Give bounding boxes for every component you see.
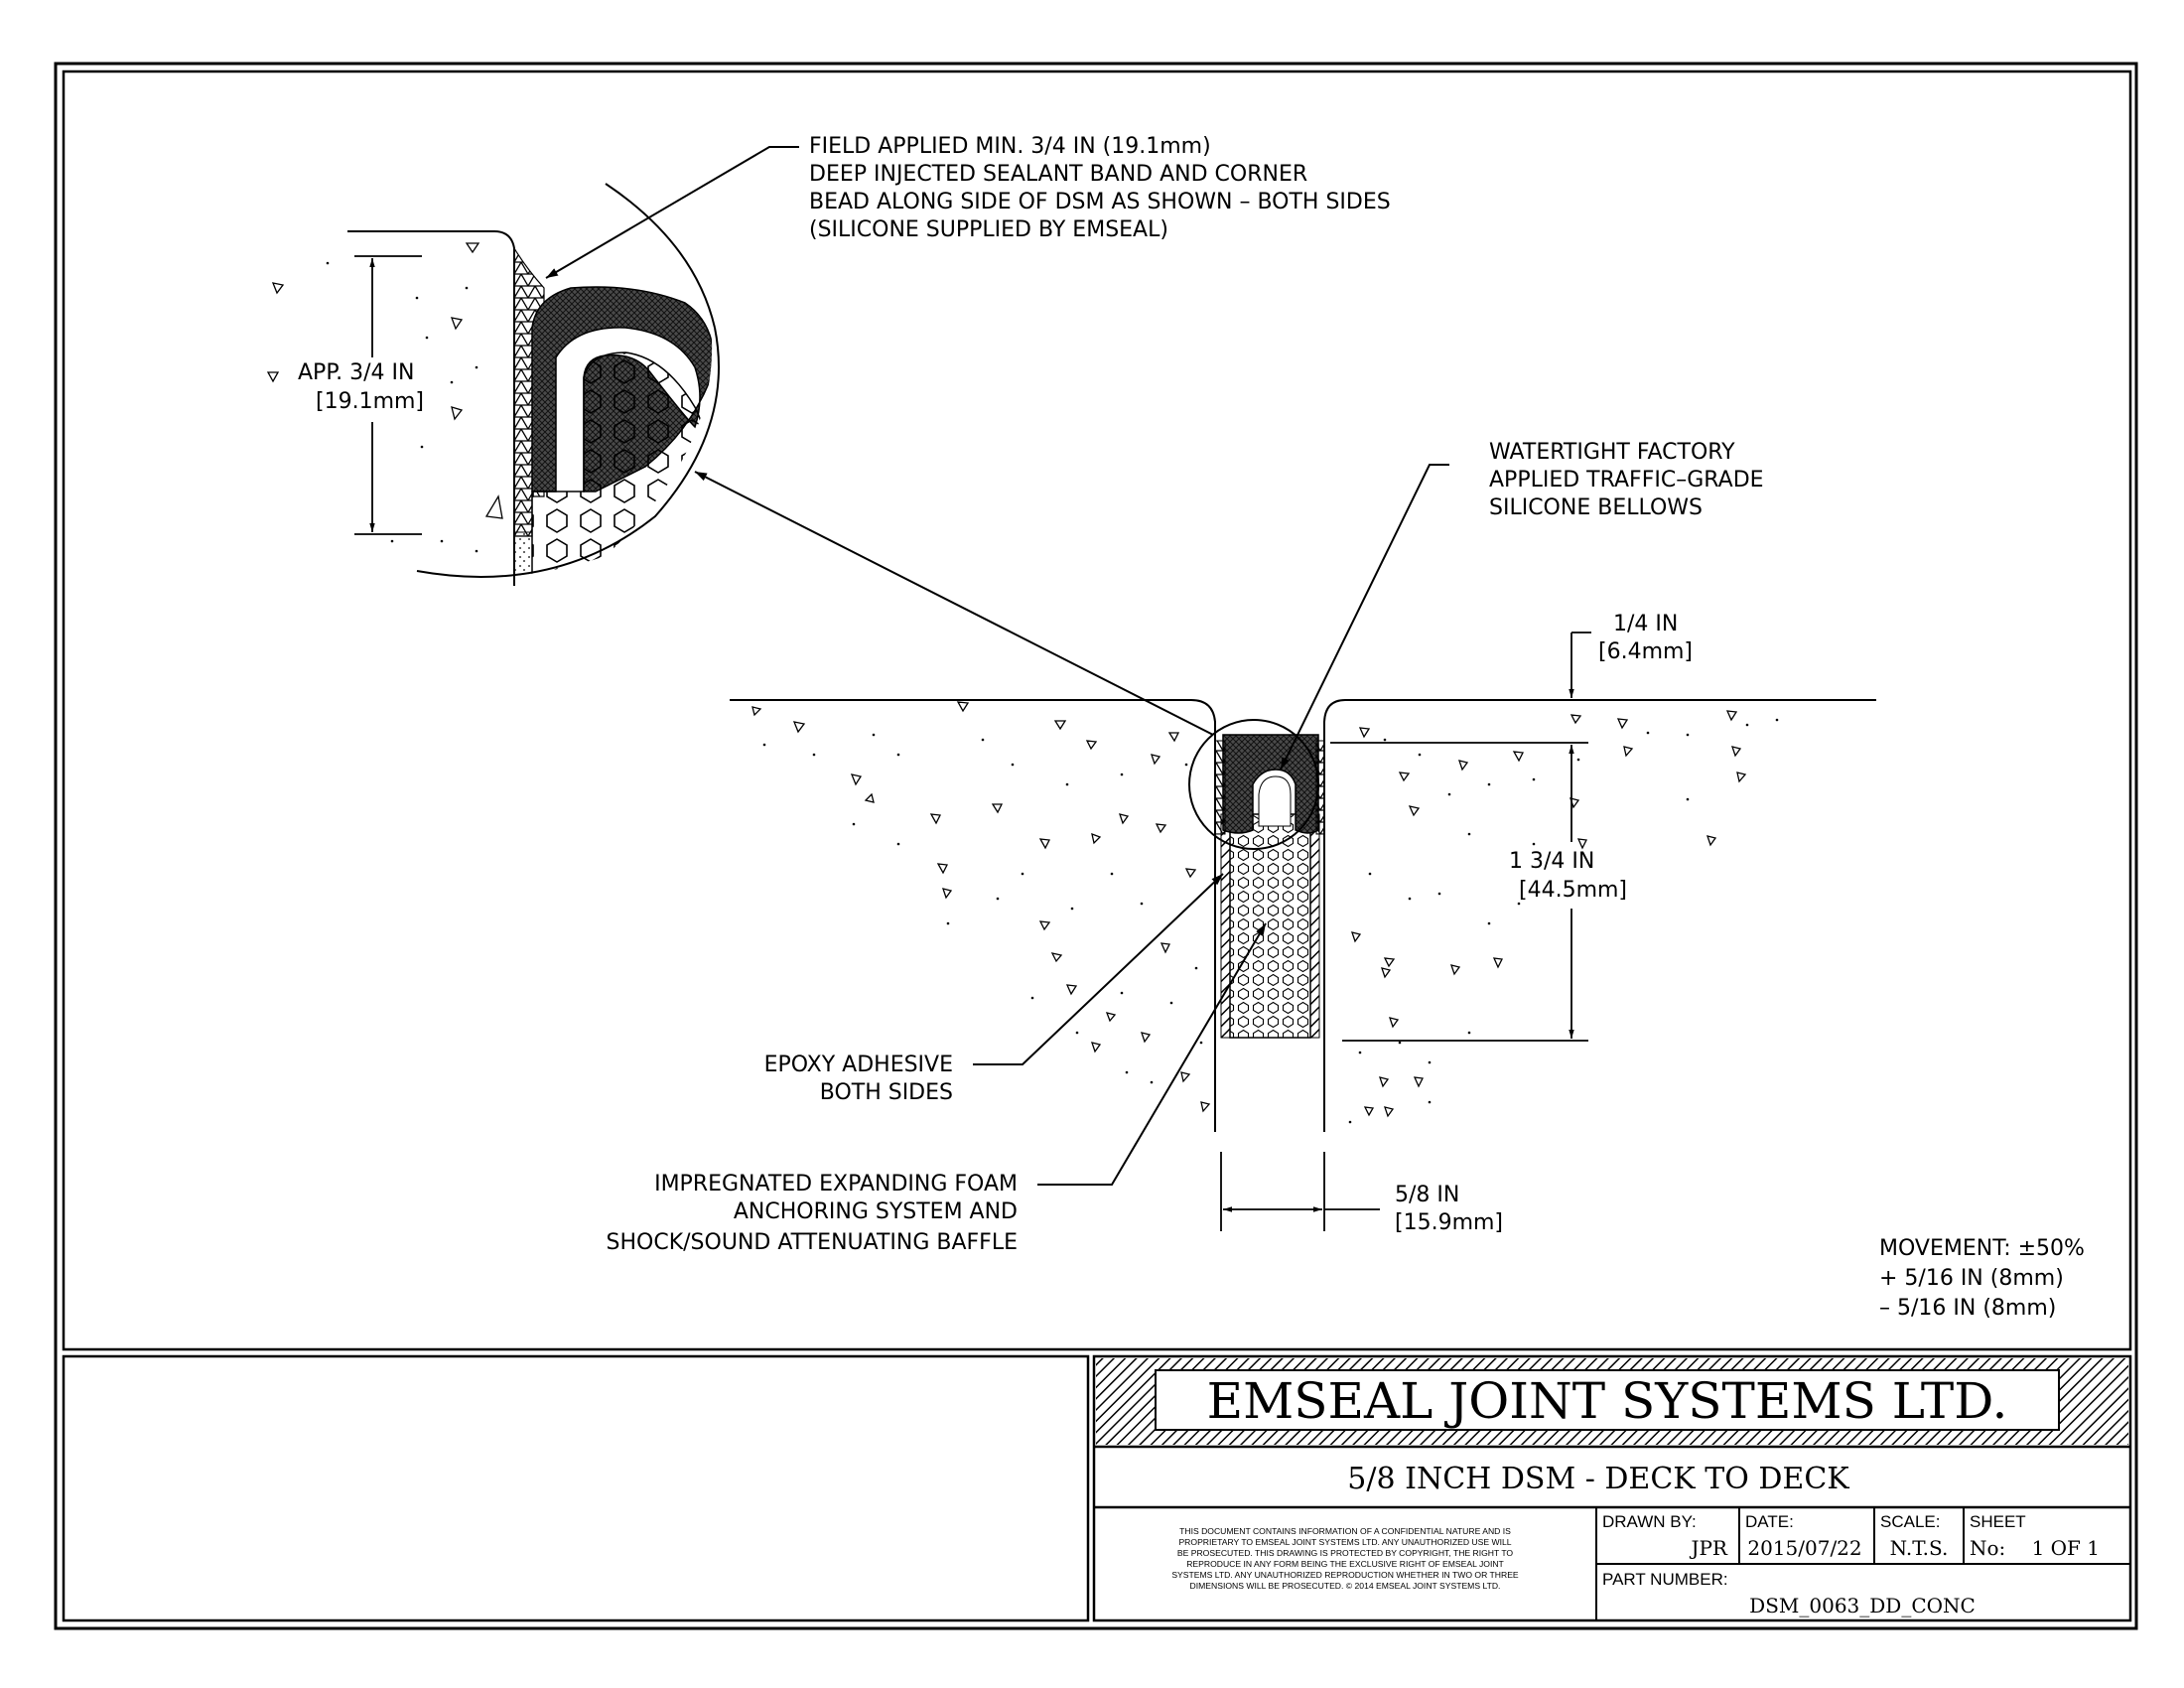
company-name: EMSEAL JOINT SYSTEMS LTD.: [1207, 1372, 2008, 1430]
sheet-border-outer: [54, 62, 2138, 1630]
detail-concrete-dots: [326, 261, 478, 553]
sheet-no-label: No:: [1970, 1536, 2005, 1560]
svg-text:IMPREGNATED EXPANDING FOAM: IMPREGNATED EXPANDING FOAM: [654, 1172, 1018, 1196]
foam-core: [1229, 813, 1311, 1039]
company-name-box: [1155, 1369, 2060, 1431]
svg-text:[6.4mm]: [6.4mm]: [1598, 639, 1693, 664]
callout-sealant: FIELD APPLIED MIN. 3/4 IN (19.1mm) DEEP …: [809, 134, 1391, 242]
svg-text:THIS DOCUMENT CONTAINS INFORMA: THIS DOCUMENT CONTAINS INFORMATION OF A …: [1179, 1526, 1511, 1536]
callout-foam: IMPREGNATED EXPANDING FOAM ANCHORING SYS…: [607, 1172, 1018, 1255]
svg-text:MOVEMENT: ±50%: MOVEMENT: ±50%: [1879, 1236, 2085, 1261]
dim-text-recess: 1/4 IN [6.4mm]: [1598, 612, 1693, 664]
date-label: DATE:: [1745, 1512, 1794, 1531]
svg-text:(SILICONE SUPPLIED BY EMSEAL): (SILICONE SUPPLIED BY EMSEAL): [809, 217, 1168, 242]
bellows-cavity: [1258, 775, 1292, 827]
scale-label: SCALE:: [1880, 1512, 1940, 1531]
sheet-label: SHEET: [1970, 1512, 2026, 1531]
notes-panel: [62, 1354, 1090, 1622]
leader-detail: [694, 471, 1214, 736]
svg-text:+ 5/16 IN (8mm): + 5/16 IN (8mm): [1879, 1266, 2064, 1291]
part-number-label: PART NUMBER:: [1602, 1570, 1728, 1589]
right-deck-surface: [1323, 699, 1876, 1132]
callout-bellows: WATERTIGHT FACTORY APPLIED TRAFFIC–GRADE…: [1489, 440, 1764, 520]
svg-text:WATERTIGHT FACTORY: WATERTIGHT FACTORY: [1489, 440, 1735, 465]
svg-text:REPRODUCE IN ANY FORM BEING TH: REPRODUCE IN ANY FORM BEING THE EXCLUSIV…: [1186, 1559, 1504, 1569]
main-section: [694, 464, 1876, 1231]
silicone-bellows: [1222, 734, 1319, 834]
dim-text-detail: APP. 3/4 IN [19.1mm]: [298, 360, 424, 414]
scale-value: N.T.S.: [1890, 1536, 1949, 1560]
svg-text:5/8 IN: 5/8 IN: [1395, 1183, 1459, 1207]
svg-text:DEEP INJECTED SEALANT BAND AND: DEEP INJECTED SEALANT BAND AND CORNER: [809, 162, 1307, 187]
svg-text:– 5/16 IN (8mm): – 5/16 IN (8mm): [1879, 1296, 2056, 1321]
detail-callout-circle: [1188, 719, 1319, 850]
epoxy-layer-left: [1220, 813, 1231, 1039]
svg-text:PROPRIETARY TO EMSEAL JOINT SY: PROPRIETARY TO EMSEAL JOINT SYSTEMS LTD.…: [1178, 1537, 1511, 1547]
detail-boundary-arc-top: [605, 183, 716, 329]
left-deck-surface: [730, 699, 1216, 1132]
svg-text:APP. 3/4 IN: APP. 3/4 IN: [298, 360, 415, 385]
movement-note: MOVEMENT: ±50% + 5/16 IN (8mm) – 5/16 IN…: [1879, 1236, 2085, 1321]
svg-text:BOTH SIDES: BOTH SIDES: [820, 1080, 953, 1105]
sheet-value: 1 OF 1: [2032, 1536, 2100, 1560]
epoxy-layer-right: [1309, 813, 1320, 1039]
drawing-border-inner: [62, 70, 2132, 1351]
concrete-aggregate-left: [751, 701, 1211, 1113]
svg-text:[15.9mm]: [15.9mm]: [1395, 1210, 1503, 1235]
svg-text:BEAD ALONG SIDE OF DSM AS SHOW: BEAD ALONG SIDE OF DSM AS SHOWN – BOTH S…: [809, 190, 1391, 214]
svg-text:SHOCK/SOUND ATTENUATING BAFFLE: SHOCK/SOUND ATTENUATING BAFFLE: [607, 1230, 1018, 1255]
leader-bellows: [1280, 464, 1449, 771]
drawn-by-label: DRAWN BY:: [1602, 1512, 1697, 1531]
leader-sealant: [545, 146, 799, 279]
date-value: 2015/07/22: [1747, 1536, 1861, 1560]
callout-epoxy: EPOXY ADHESIVE BOTH SIDES: [764, 1053, 953, 1105]
drawn-by-value: JPR: [1689, 1536, 1727, 1560]
concrete-aggregate-right: [1351, 710, 1747, 1118]
concrete-dots-left: [762, 733, 1203, 1084]
part-number-value: DSM_0063_DD_CONC: [1749, 1594, 1976, 1618]
svg-text:1/4 IN: 1/4 IN: [1613, 612, 1678, 636]
svg-text:SILICONE BELLOWS: SILICONE BELLOWS: [1489, 495, 1703, 520]
svg-text:DIMENSIONS WILL BE PROSECUTED.: DIMENSIONS WILL BE PROSECUTED. © 2014 EM…: [1190, 1581, 1501, 1591]
title-panel: [1092, 1354, 2132, 1622]
svg-text:ANCHORING SYSTEM AND: ANCHORING SYSTEM AND: [734, 1199, 1018, 1224]
svg-text:FIELD APPLIED MIN. 3/4 IN (19.: FIELD APPLIED MIN. 3/4 IN (19.1mm): [809, 134, 1211, 159]
svg-text:SYSTEMS LTD. ANY UNAUTHORIZED: SYSTEMS LTD. ANY UNAUTHORIZED REPRODUCTI…: [1171, 1570, 1519, 1580]
sealant-band-left: [1214, 740, 1226, 835]
svg-text:[19.1mm]: [19.1mm]: [316, 389, 424, 414]
leader-epoxy: [973, 873, 1224, 1065]
concrete-dots-right: [1348, 718, 1779, 1124]
svg-text:BE PROSECUTED. THIS DRAWING IS: BE PROSECUTED. THIS DRAWING IS PROTECTED…: [1177, 1548, 1514, 1558]
dim-text-depth: 1 3/4 IN [44.5mm]: [1509, 849, 1627, 903]
dim-text-width: 5/8 IN [15.9mm]: [1395, 1183, 1503, 1235]
svg-text:APPLIED TRAFFIC–GRADE: APPLIED TRAFFIC–GRADE: [1489, 468, 1764, 492]
drawing-title: 5/8 INCH DSM - DECK TO DECK: [1347, 1462, 1849, 1496]
detail-concrete-edge: [347, 230, 515, 586]
svg-text:EPOXY ADHESIVE: EPOXY ADHESIVE: [764, 1053, 953, 1077]
svg-text:1 3/4 IN: 1 3/4 IN: [1509, 849, 1594, 874]
detail-concrete-aggregate: [266, 242, 503, 519]
confidentiality-notice: THIS DOCUMENT CONTAINS INFORMATION OF A …: [1171, 1526, 1519, 1591]
leader-foam: [1037, 922, 1267, 1186]
title-block: EMSEAL JOINT SYSTEMS LTD. 5/8 INCH DSM -…: [62, 1354, 2132, 1622]
svg-text:[44.5mm]: [44.5mm]: [1519, 878, 1627, 903]
detail-boundary-arc: [416, 327, 720, 578]
